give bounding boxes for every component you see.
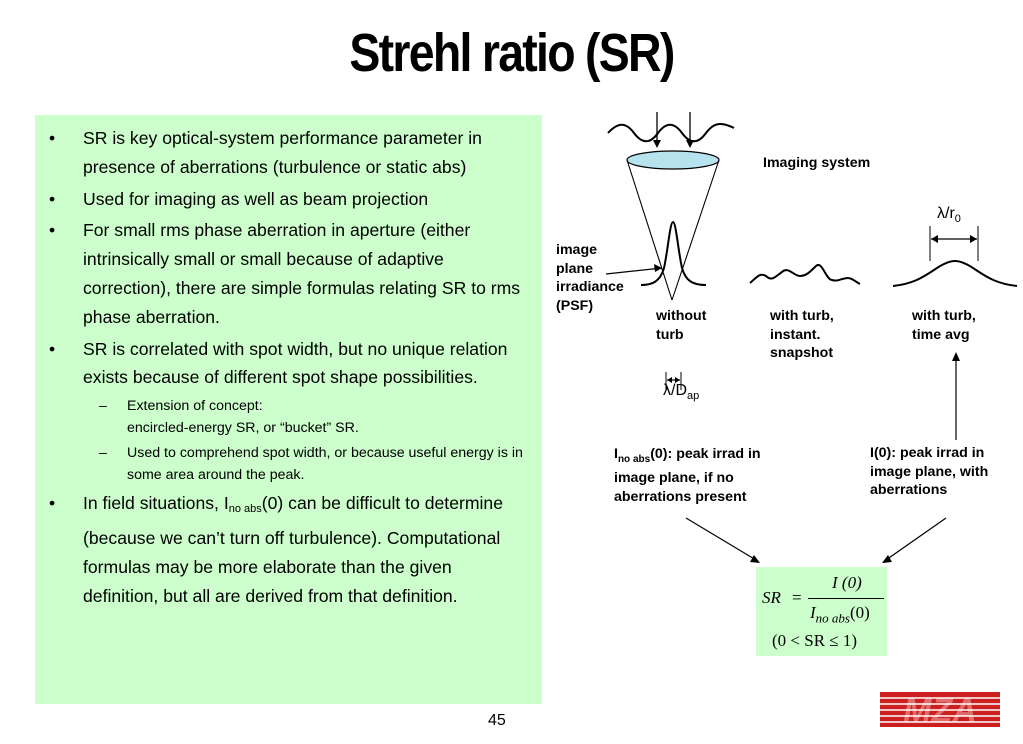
formula-numerator: I (0) bbox=[832, 573, 862, 592]
i-noabs-label: Ino abs(0): peak irrad in image plane, i… bbox=[614, 446, 761, 505]
bullet-item: In field situations, Ino abs(0) can be d… bbox=[43, 489, 530, 610]
psf-instant-snapshot bbox=[749, 263, 861, 285]
lambda-r0-label: λ/r0 bbox=[937, 205, 961, 226]
with-turb-instant-label: with turb,instant.snapshot bbox=[770, 308, 834, 361]
bullet-list: SR is key optical-system performance par… bbox=[43, 124, 530, 610]
formula-denominator: Ino abs(0) bbox=[810, 603, 870, 626]
bullet-item: SR is correlated with spot width, but no… bbox=[43, 335, 530, 393]
bullet-panel: SR is key optical-system performance par… bbox=[35, 115, 542, 704]
with-turb-avg-label: with turb,time avg bbox=[912, 308, 976, 343]
formula-sr: SR bbox=[762, 588, 781, 607]
slide-title: Strehl ratio (SR) bbox=[349, 23, 675, 83]
incoming-wavefront bbox=[607, 123, 735, 143]
formula-condition: (0 < SR ≤ 1) bbox=[772, 631, 858, 650]
i-noabs-to-formula-arrow bbox=[685, 517, 757, 561]
cone-right-edge bbox=[671, 159, 720, 301]
imaging-system-label: Imaging system bbox=[763, 155, 871, 171]
bullet-item: Used for imaging as well as beam project… bbox=[43, 185, 530, 214]
formula-fraction-bar bbox=[808, 598, 884, 599]
cone-left-edge bbox=[626, 159, 673, 301]
formula-equals: = bbox=[792, 588, 802, 607]
mza-logo: MZA bbox=[880, 692, 1000, 730]
page-number: 45 bbox=[488, 712, 506, 729]
bullet-item: SR is key optical-system performance par… bbox=[43, 124, 530, 182]
psf-without-turb bbox=[640, 220, 707, 286]
lambda-dap-label: λ/Dap bbox=[663, 382, 700, 403]
strehl-formula: SR = I (0) Ino abs(0) (0 < SR ≤ 1) bbox=[756, 567, 887, 656]
bullet-item: For small rms phase aberration in apertu… bbox=[43, 216, 530, 331]
sub-bullet-item: Used to comprehend spot width, or becaus… bbox=[43, 442, 530, 486]
lens bbox=[626, 150, 720, 170]
i0-to-formula-arrow bbox=[885, 517, 947, 561]
svg-text:MZA: MZA bbox=[903, 692, 977, 730]
psf-time-average bbox=[892, 259, 1018, 287]
psf-label-pointer bbox=[605, 267, 663, 275]
sub-bullet-item: Extension of concept:encircled-energy SR… bbox=[43, 395, 530, 439]
